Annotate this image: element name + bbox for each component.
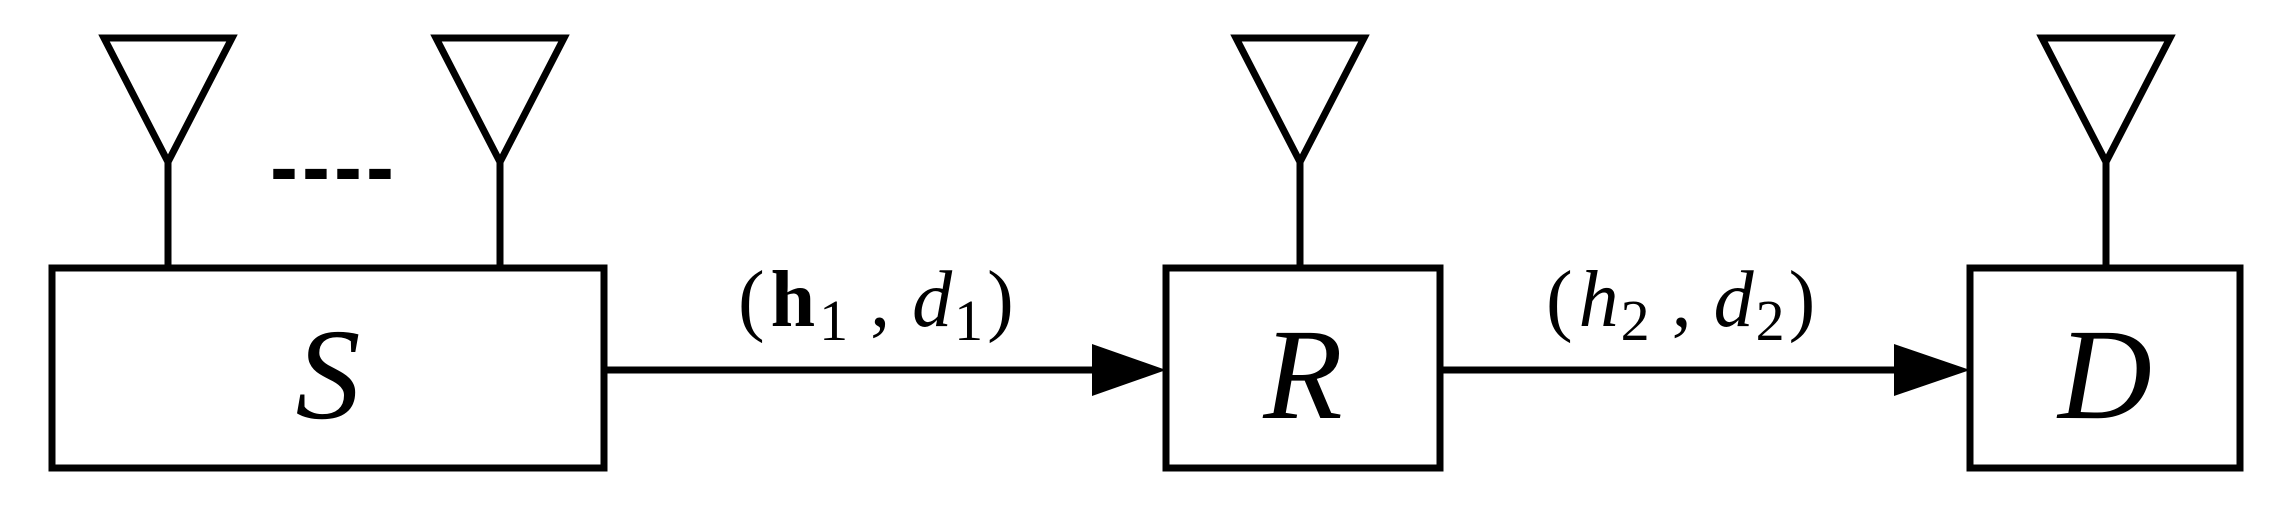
arrow-head-rd-icon bbox=[1894, 344, 1970, 396]
source-node: S bbox=[48, 264, 608, 472]
destination-antenna-icon bbox=[2036, 34, 2176, 170]
link-label-rd: (h2,d2) bbox=[1546, 256, 1815, 353]
source-box bbox=[48, 264, 608, 472]
source-antenna-2 bbox=[430, 34, 570, 268]
antenna-1-icon bbox=[98, 34, 238, 170]
relay-antenna-icon bbox=[1230, 34, 1370, 170]
relay-label: R bbox=[1262, 303, 1342, 447]
link-label-sr: (h1,d1) bbox=[738, 256, 1014, 353]
relay-node: R bbox=[1162, 264, 1444, 472]
antenna-2-icon bbox=[430, 34, 570, 170]
link-relay-destination: (h2,d2) bbox=[1440, 256, 1970, 396]
relay-antenna bbox=[1230, 34, 1370, 268]
arrow-head-sr-icon bbox=[1092, 344, 1166, 396]
destination-box bbox=[1966, 264, 2244, 472]
antenna-ellipsis: ---- bbox=[270, 120, 398, 214]
link-source-relay: (h1,d1) bbox=[604, 256, 1166, 396]
source-antenna-1 bbox=[98, 34, 238, 268]
destination-antenna bbox=[2036, 34, 2176, 268]
source-label: S bbox=[296, 303, 361, 447]
destination-label: D bbox=[2056, 303, 2152, 447]
destination-node: D bbox=[1966, 264, 2244, 472]
